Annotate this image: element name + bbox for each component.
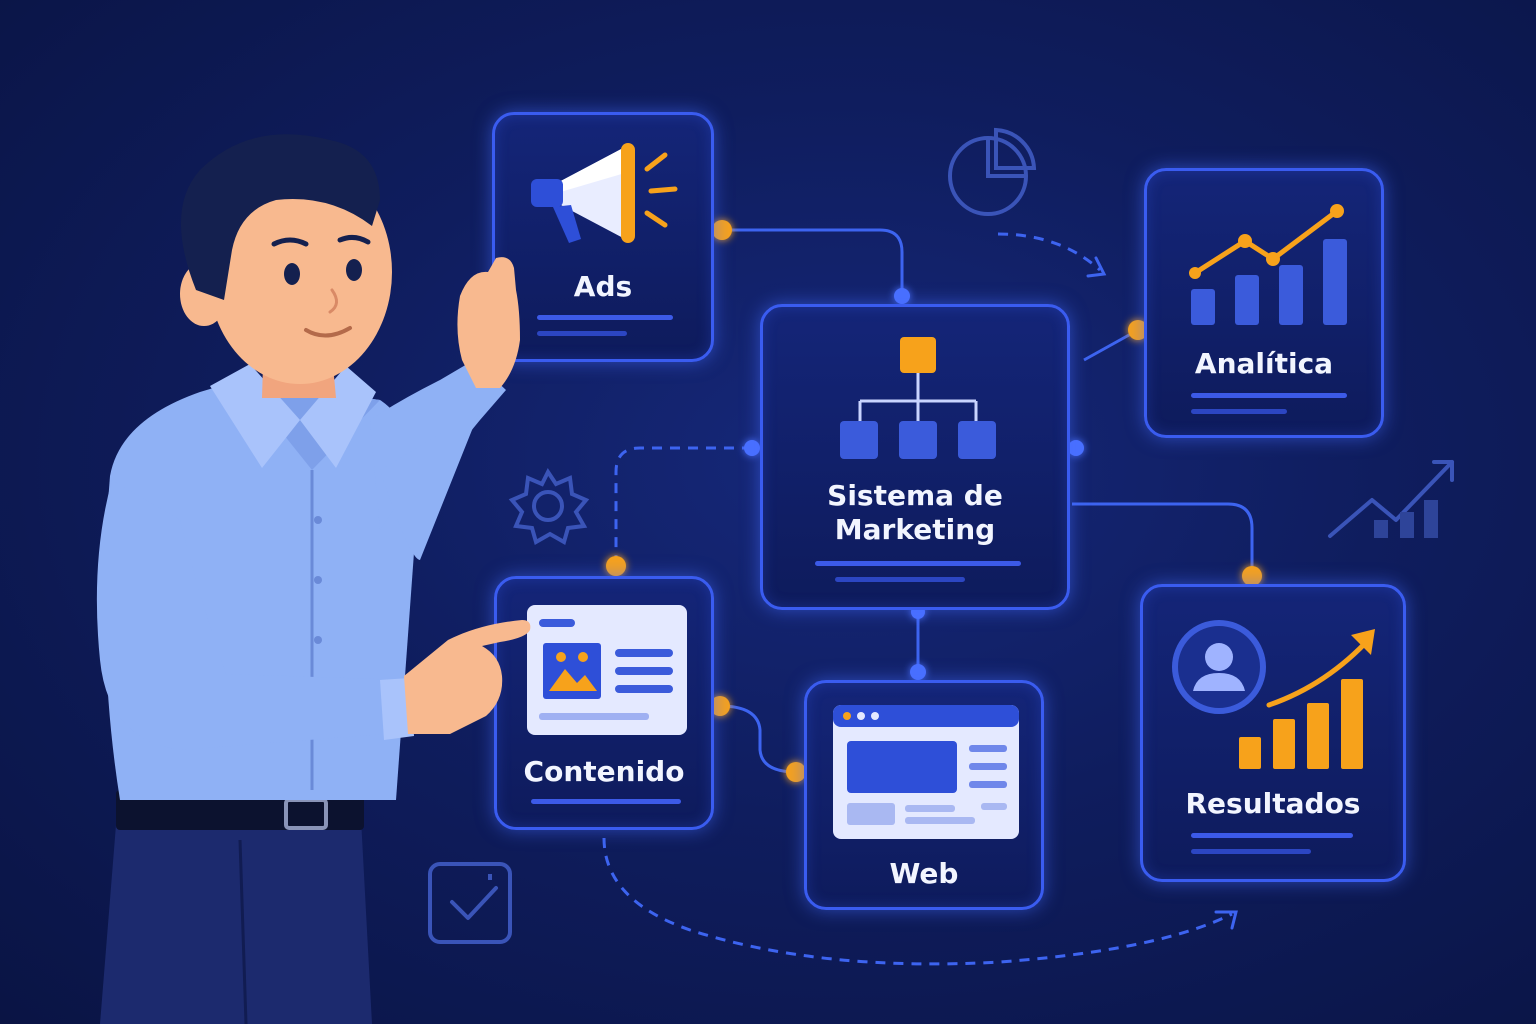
node-resultados-label: Resultados <box>1185 787 1361 820</box>
divider-line <box>531 799 681 804</box>
node-contenido[interactable]: Contenido <box>494 576 714 830</box>
user-avatar-icon <box>1172 620 1266 714</box>
node-analitica-label: Analítica <box>1194 347 1334 380</box>
node-web-label: Web <box>889 857 959 890</box>
connectors <box>719 228 1254 774</box>
node-contenido-label: Contenido <box>523 755 685 788</box>
divider-line <box>1191 833 1353 838</box>
browser-window-icon <box>833 705 1019 839</box>
connector-dots <box>606 220 1262 782</box>
gear-icon <box>508 468 590 546</box>
node-web[interactable]: Web <box>804 680 1044 910</box>
pie-chart-icon <box>948 127 1037 216</box>
org-chart-icon <box>840 337 996 459</box>
node-sistema-label-line2: Marketing <box>834 513 996 546</box>
divider-line <box>537 315 673 320</box>
node-sistema-marketing[interactable]: Sistema de Marketing <box>760 304 1070 610</box>
megaphone-icon <box>531 143 678 243</box>
divider-line <box>1191 409 1287 414</box>
dashed-connectors <box>602 232 1233 966</box>
divider-line <box>1191 393 1347 398</box>
divider-line <box>1191 849 1311 854</box>
node-ads-label: Ads <box>573 270 633 303</box>
node-ads[interactable]: Ads <box>492 112 714 362</box>
divider-line <box>537 331 627 336</box>
node-sistema-label-line1: Sistema de <box>827 479 1003 512</box>
content-card-icon <box>527 605 687 735</box>
divider-line <box>835 577 965 582</box>
trend-chart-icon <box>1328 460 1454 538</box>
checkbox-icon <box>428 862 512 944</box>
rising-bars-icon <box>1239 629 1375 769</box>
node-analitica[interactable]: Analítica <box>1144 168 1384 438</box>
node-resultados[interactable]: Resultados <box>1140 584 1406 882</box>
arrowheads <box>1086 256 1238 930</box>
divider-line <box>815 561 1021 566</box>
bar-line-chart-icon <box>1189 204 1347 325</box>
